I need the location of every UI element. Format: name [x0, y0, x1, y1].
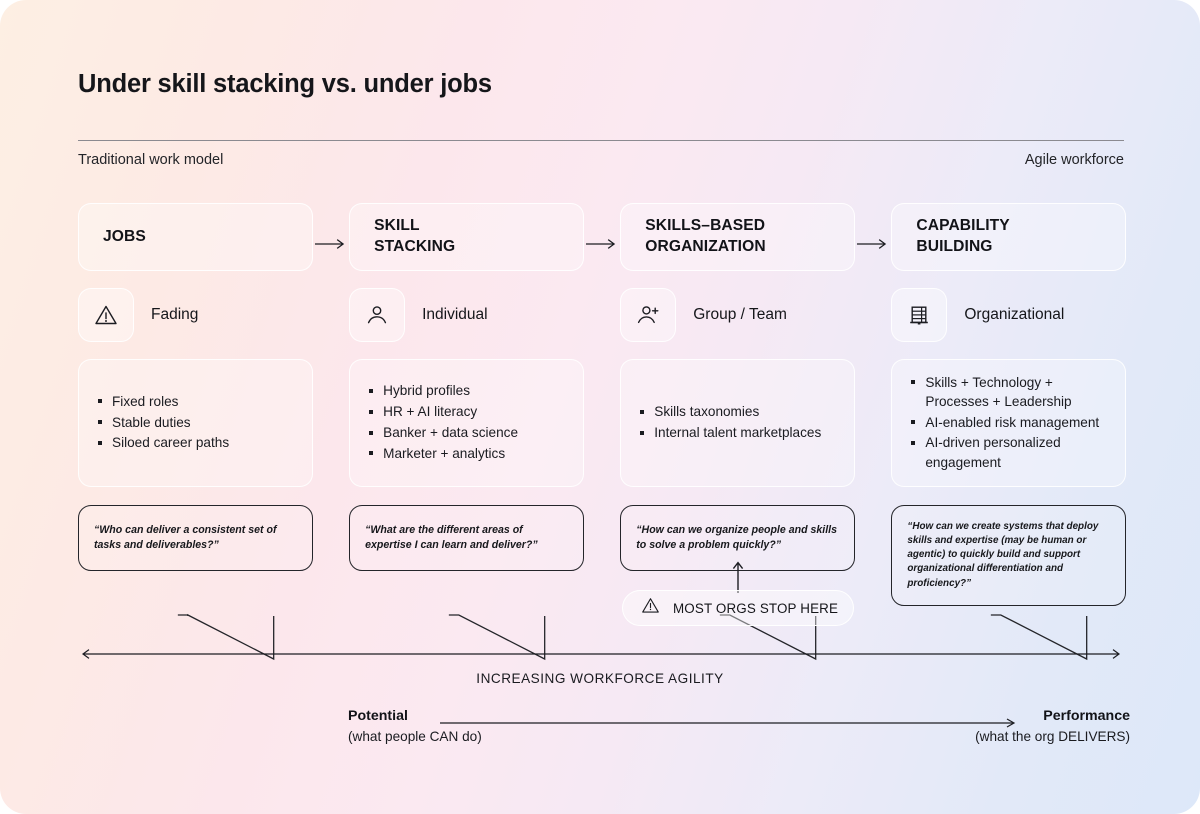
list-item: HR + AI literacy	[368, 402, 567, 421]
stage-column-skill-stacking: SKILL STACKING Individual Hybrid profile…	[349, 203, 615, 661]
bullets-card-jobs: Fixed roles Stable duties Siloed career …	[78, 359, 313, 487]
list-item: Stable duties	[97, 413, 296, 432]
bubble-tail-skill-stacking	[448, 614, 546, 661]
stop-here-label: MOST ORGS STOP HERE	[673, 600, 839, 616]
bullet-list-skills-based-org: Skills taxonomies Internal talent market…	[639, 402, 838, 444]
quote-bubble-skills-based-org: “How can we organize people and skills t…	[620, 505, 855, 571]
most-orgs-stop-here-callout[interactable]: MOST ORGS STOP HERE	[622, 590, 854, 626]
stage-columns: JOBS Fading Fixed roles	[78, 203, 1126, 661]
quote-bubble-wrap-jobs: “Who can deliver a consistent set of tas…	[78, 505, 313, 661]
workforce-agility-axis	[81, 649, 1121, 659]
list-item: Hybrid profiles	[368, 381, 567, 400]
potential-block: Potential (what people CAN do)	[348, 708, 482, 744]
stage-header-card-jobs[interactable]: JOBS	[78, 203, 313, 271]
quote-bubble-wrap-capability-building: “How can we create systems that deploy s…	[891, 505, 1126, 661]
list-item: AI-enabled risk management	[910, 413, 1109, 432]
person-add-icon	[620, 288, 677, 342]
quote-bubble-skill-stacking: “What are the different areas of experti…	[349, 505, 584, 571]
potential-subtitle: (what people CAN do)	[348, 729, 482, 744]
bubble-tail-jobs	[177, 613, 275, 661]
agility-axis-label: INCREASING WORKFORCE AGILITY	[476, 671, 724, 686]
persona-row-jobs: Fading	[78, 288, 313, 342]
quote-bubble-capability-building: “How can we create systems that deploy s…	[891, 505, 1126, 606]
bullets-card-skills-based-org: Skills taxonomies Internal talent market…	[620, 359, 855, 487]
stage-header-card-skills-based-org[interactable]: SKILLS–BASED ORGANIZATION	[620, 203, 855, 271]
potential-performance-row: Potential (what people CAN do) Performan…	[0, 708, 1200, 753]
list-item: Skills taxonomies	[639, 402, 838, 421]
quote-bubble-jobs: “Who can deliver a consistent set of tas…	[78, 505, 313, 571]
stage-column-skills-based-org: SKILLS–BASED ORGANIZATION Group / Team	[620, 203, 887, 661]
header-divider	[78, 140, 1124, 141]
quote-bubble-wrap-skills-based-org: “How can we organize people and skills t…	[620, 505, 855, 661]
performance-subtitle: (what the org DELIVERS)	[975, 729, 1130, 744]
warning-triangle-icon	[641, 596, 660, 620]
stage-column-capability-building: CAPABILITY BUILDING Organizational	[891, 203, 1126, 661]
building-icon	[891, 288, 948, 342]
list-item: Marketer + analytics	[368, 444, 567, 463]
quote-bubble-wrap-skill-stacking: “What are the different areas of experti…	[349, 505, 584, 661]
bullets-card-skill-stacking: Hybrid profiles HR + AI literacy Banker …	[349, 359, 584, 487]
warning-triangle-icon	[78, 288, 134, 342]
performance-title: Performance	[1043, 708, 1130, 724]
stage-arrow-icon-2	[585, 239, 615, 249]
potential-to-performance-arrow-icon	[440, 718, 1016, 728]
persona-label-skills-based-org: Group / Team	[693, 306, 787, 323]
stop-here-arrow-icon	[732, 561, 744, 593]
bullet-list-capability-building: Skills + Technology + Processes + Leader…	[910, 373, 1109, 474]
quote-text-skill-stacking: “What are the different areas of experti…	[365, 523, 538, 551]
bubble-tail-capability-building	[991, 614, 1088, 661]
quote-text-capability-building: “How can we create systems that deploy s…	[907, 521, 1099, 589]
stage-arrow-icon-1	[314, 239, 344, 249]
persona-label-jobs: Fading	[151, 306, 199, 323]
stage-title-capability-building: CAPABILITY BUILDING	[916, 217, 1010, 255]
bullets-card-capability-building: Skills + Technology + Processes + Leader…	[891, 359, 1126, 487]
stage-header-card-skill-stacking[interactable]: SKILL STACKING	[349, 203, 584, 271]
traditional-model-label: Traditional work model	[78, 152, 224, 168]
bullet-list-jobs: Fixed roles Stable duties Siloed career …	[97, 392, 296, 454]
bullet-list-skill-stacking: Hybrid profiles HR + AI literacy Banker …	[368, 381, 567, 464]
potential-title: Potential	[348, 708, 408, 724]
page-title: Under skill stacking vs. under jobs	[78, 70, 492, 98]
persona-label-capability-building: Organizational	[964, 306, 1065, 323]
agile-workforce-label: Agile workforce	[1024, 152, 1124, 168]
quote-text-jobs: “Who can deliver a consistent set of tas…	[94, 523, 277, 551]
stage-title-skill-stacking: SKILL STACKING	[374, 217, 456, 255]
stage-column-jobs: JOBS Fading Fixed roles	[78, 203, 344, 661]
list-item: Fixed roles	[97, 392, 296, 411]
stage-header-card-capability-building[interactable]: CAPABILITY BUILDING	[891, 203, 1126, 271]
list-item: Internal talent marketplaces	[639, 423, 838, 442]
persona-label-skill-stacking: Individual	[422, 306, 488, 323]
list-item: Siloed career paths	[97, 433, 296, 452]
quote-text-skills-based-org: “How can we organize people and skills t…	[636, 523, 837, 551]
stage-title-skills-based-org: SKILLS–BASED ORGANIZATION	[645, 217, 766, 255]
stage-title-jobs: JOBS	[103, 227, 146, 245]
stage-arrow-icon-3	[856, 239, 887, 249]
list-item: Skills + Technology + Processes + Leader…	[910, 373, 1109, 412]
persona-row-skill-stacking: Individual	[349, 288, 584, 342]
performance-block: Performance (what the org DELIVERS)	[975, 708, 1130, 744]
persona-row-capability-building: Organizational	[891, 288, 1126, 342]
persona-row-skills-based-org: Group / Team	[620, 288, 855, 342]
list-item: AI-driven personalized engagement	[910, 433, 1109, 472]
list-item: Banker + data science	[368, 423, 567, 442]
bubble-tail-skills-based-org	[720, 614, 817, 661]
person-icon	[349, 288, 406, 342]
